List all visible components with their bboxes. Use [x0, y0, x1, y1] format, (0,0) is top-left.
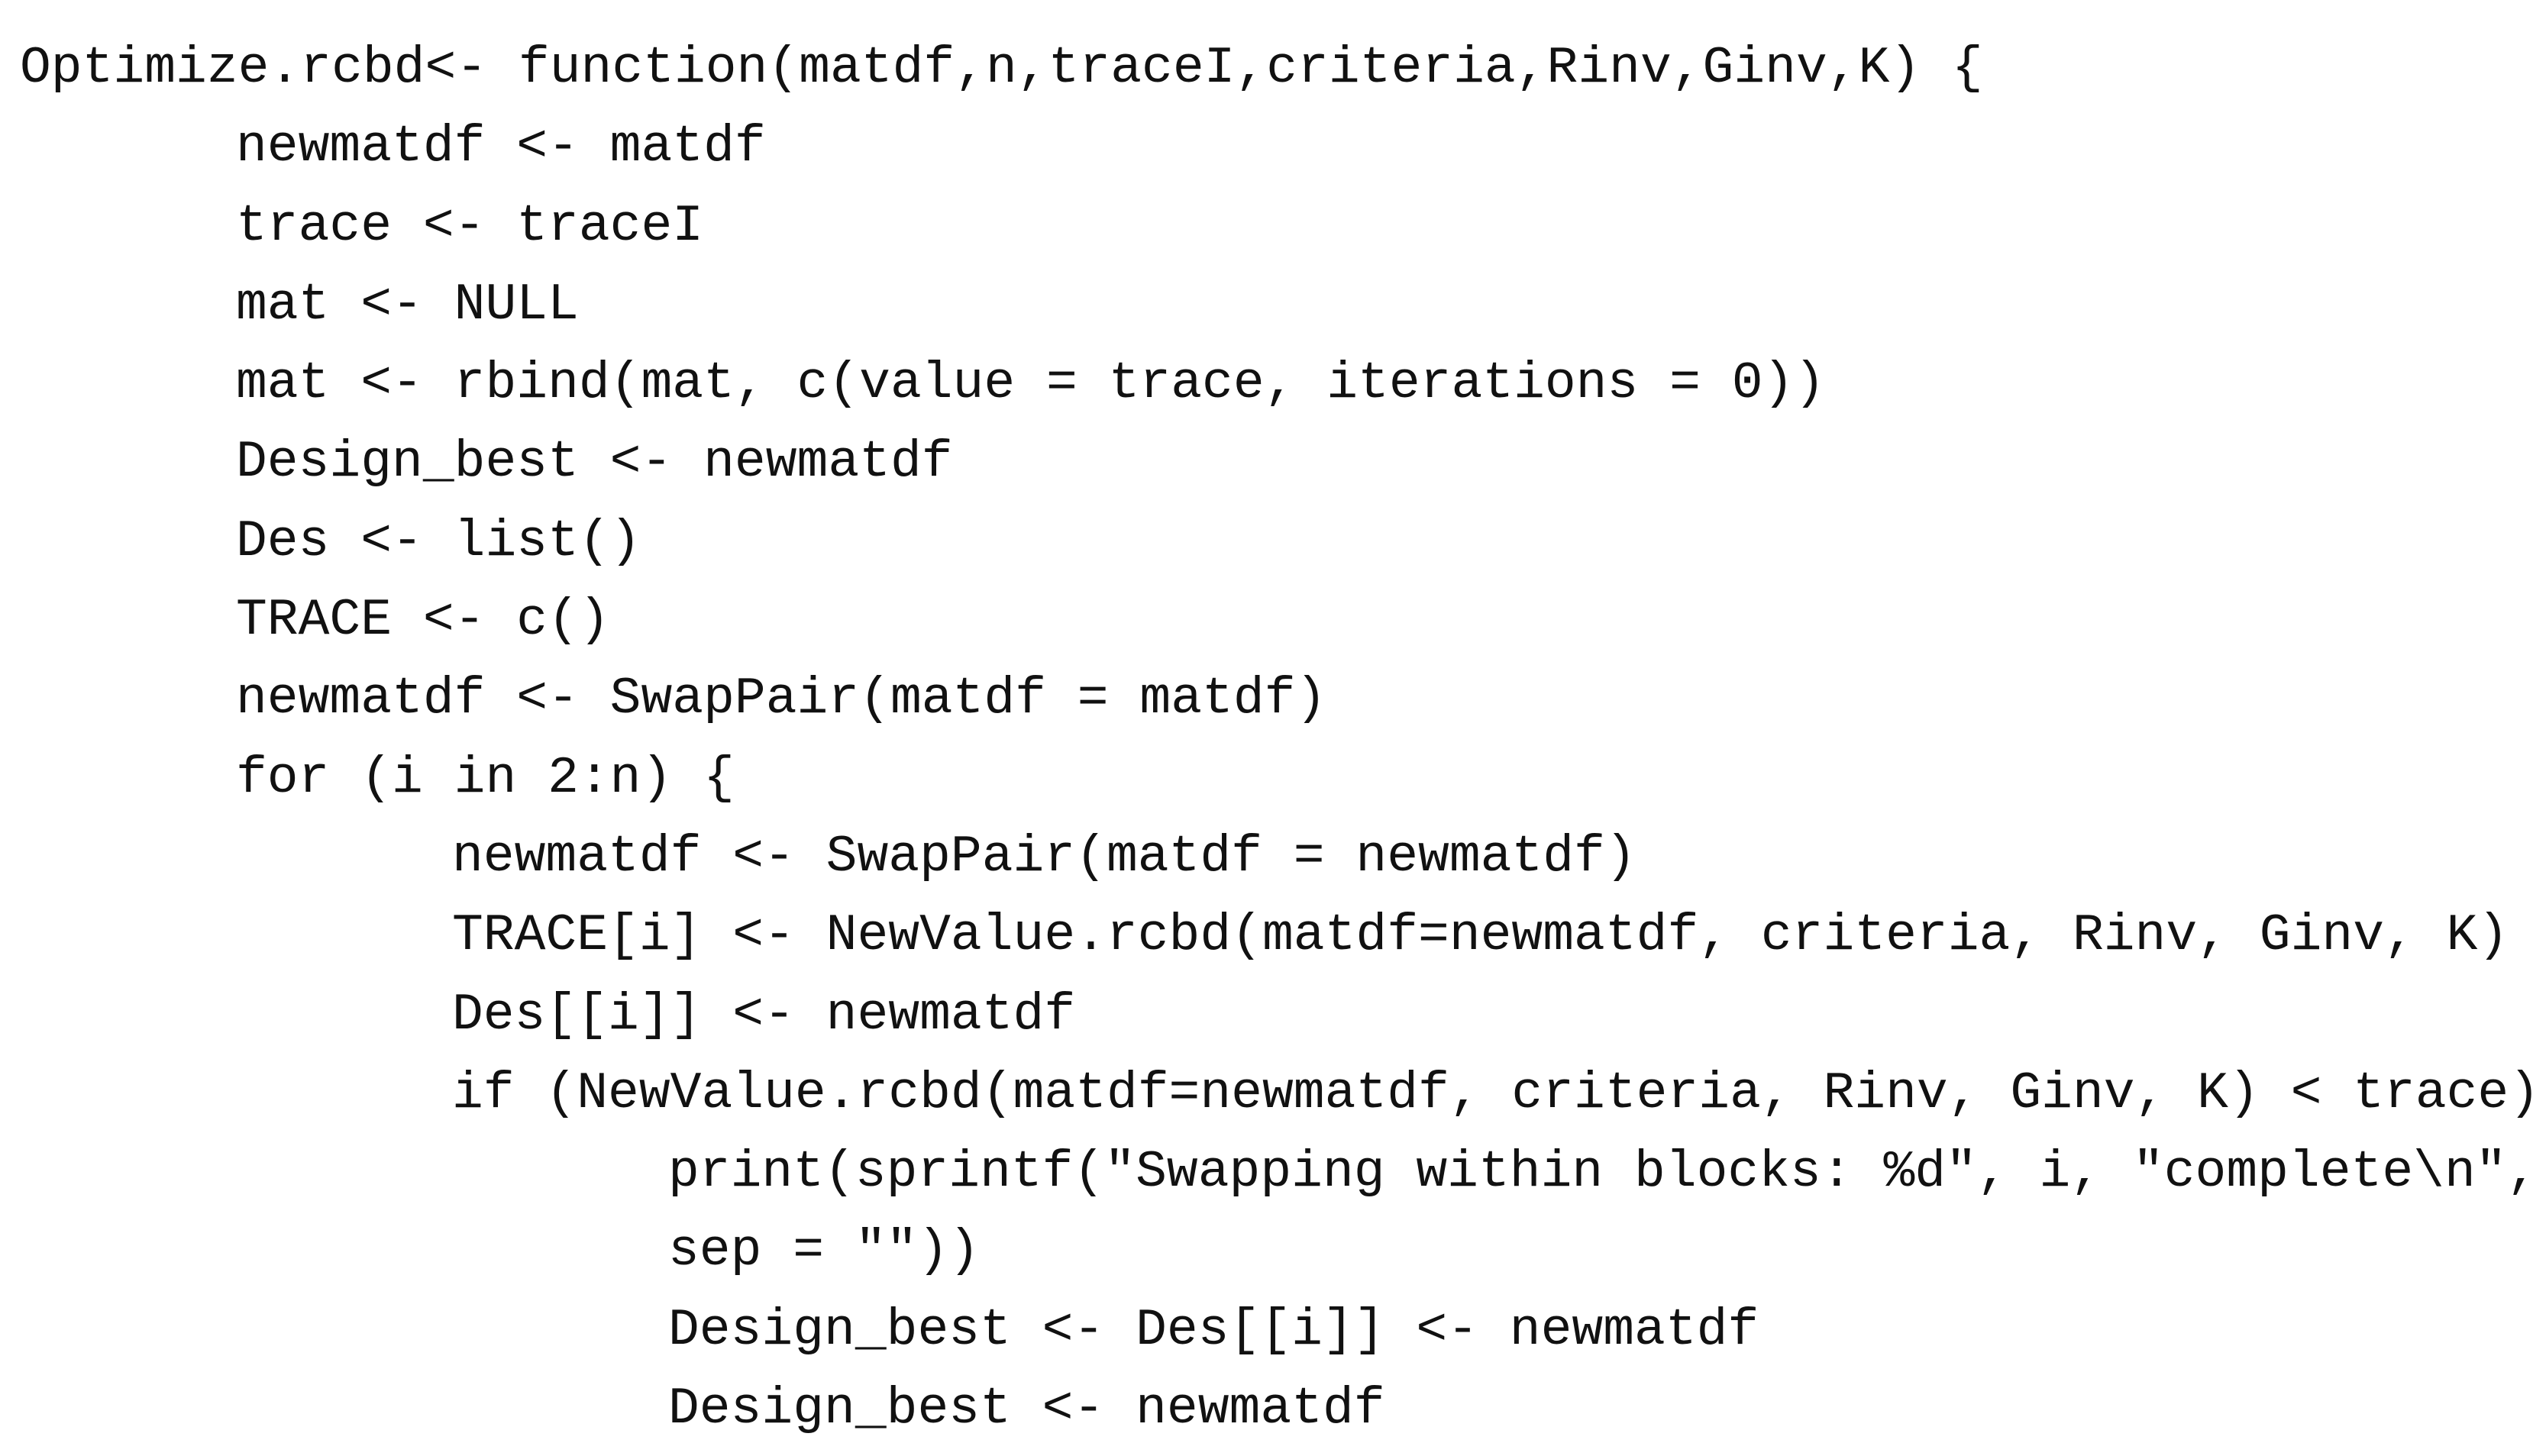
code-line-swappair-first: newmatdf <- SwapPair(matdf = matdf) [236, 670, 1327, 729]
code-line-trace-assign: trace <- traceI [236, 196, 704, 256]
code-line-function-signature: Optimize.rcbd<- function(matdf,n,traceI,… [20, 39, 1983, 98]
code-line-des-assign: Des[[i]] <- newmatdf [452, 985, 1076, 1044]
code-line-mat-null: mat <- NULL [236, 275, 579, 334]
code-line-trace-vector: TRACE <- c() [236, 591, 610, 651]
code-line-des-list: Des <- list() [236, 512, 641, 571]
code-line-swappair-loop: newmatdf <- SwapPair(matdf = newmatdf) [452, 827, 1636, 886]
code-line-print-sprintf: print(sprintf("Swapping within blocks: %… [668, 1143, 2533, 1203]
code-line-design-best-init: Design_best <- newmatdf [236, 433, 953, 492]
code-line-if-condition: if (NewValue.rcbd(matdf=newmatdf, criter… [452, 1064, 2533, 1123]
code-line-newmatdf-assign: newmatdf <- matdf [236, 118, 766, 177]
code-line-trace-newvalue: TRACE[i] <- NewValue.rcbd(matdf=newmatdf… [452, 906, 2509, 966]
code-line-print-sep: sep = "")) [668, 1222, 981, 1281]
code-line-for-loop: for (i in 2:n) { [236, 748, 735, 808]
code-listing: Optimize.rcbd<- function(matdf,n,traceI,… [20, 29, 2533, 1448]
code-line-design-best-update: Design_best <- newmatdf [668, 1380, 1385, 1439]
code-line-design-best-des: Design_best <- Des[[i]] <- newmatdf [668, 1300, 1759, 1360]
code-line-mat-rbind: mat <- rbind(mat, c(value = trace, itera… [236, 354, 1826, 414]
